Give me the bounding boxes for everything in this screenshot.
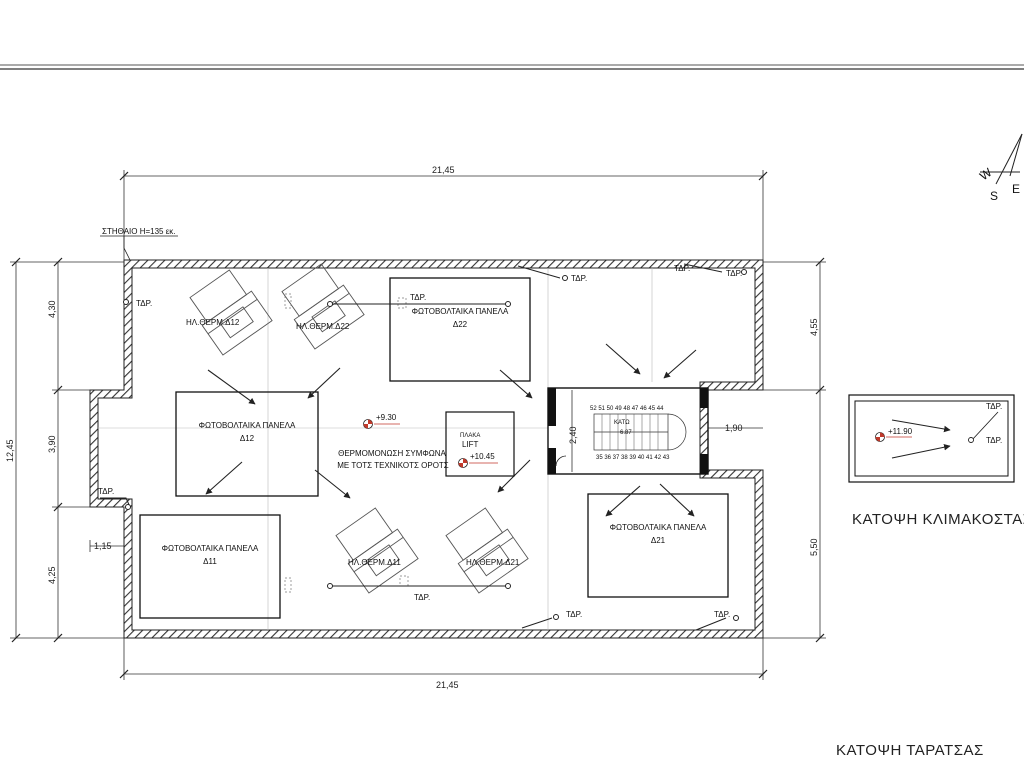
drain-label-1: ΤΔΡ. <box>136 299 152 308</box>
parapet-wall <box>89 259 764 639</box>
insulation-note-line1: ΘΕΡΜΟΜΟΝΩΣΗ ΣΥΜΦΩΝΑ <box>338 449 446 458</box>
parapet-note: ΣΤΗΘΑΙΟ Η=135 εκ. <box>102 227 176 236</box>
solar-panel-d12-code: Δ12 <box>240 434 255 443</box>
stair-treads <box>601 414 659 450</box>
stair-top-numbers: 52 51 50 49 48 47 46 45 44 <box>590 406 664 412</box>
dimension-lines <box>10 170 826 680</box>
solar-panel-d22-code: Δ22 <box>453 320 468 329</box>
stair-core <box>547 387 709 475</box>
heater-d12-label: ΗΛ.ΘΕΡΜ.Δ12 <box>186 318 240 327</box>
drain-label-3: ΤΔΡ. <box>571 274 587 283</box>
drain-label-8: ΤΔΡ. <box>566 610 582 619</box>
pipes <box>100 263 747 631</box>
dim-left-middle: 3,90 <box>47 435 57 453</box>
drain-label-9: ΤΔΡ. <box>714 610 730 619</box>
solar-panel-d22-label: ΦΩΤΟΒΟΛΤΑΙΚΑ ΠΑΝΕΛΑ <box>412 307 509 316</box>
solar-panel-d21-label: ΦΩΤΟΒΟΛΤΑΙΚΑ ΠΑΝΕΛΑ <box>610 523 707 532</box>
heater-d21-label: ΗΛ.ΘΕΡΜ.Δ21 <box>466 558 520 567</box>
heater-d22 <box>281 263 365 350</box>
vent-marks <box>284 293 409 593</box>
compass-e: E <box>1012 182 1020 196</box>
solar-panel-d22: ΦΩΤΟΒΟΛΤΑΙΚΑ ΠΑΝΕΛΑ Δ22 <box>389 277 531 382</box>
dim-left-lower: 4,25 <box>47 566 57 584</box>
drain-label-2: ΤΔΡ. <box>410 293 426 302</box>
level-stair: +11.90 <box>888 427 913 436</box>
level-marker-main <box>363 419 400 429</box>
solar-panel-d11-code: Δ11 <box>203 557 217 566</box>
drain-label-6: ΤΔΡ. <box>98 487 114 496</box>
solar-panel-d12: ΦΩΤΟΒΟΛΤΑΙΚΑ ΠΑΝΕΛΑ Δ12 <box>175 391 319 497</box>
roof-plan-title: ΚΑΤΟΨΗ ΤΑΡΑΤΣΑΣ <box>836 742 984 759</box>
dim-bottom-width: 21,45 <box>436 680 459 690</box>
dim-right-upper: 4,55 <box>809 318 819 336</box>
compass-s: S <box>990 189 998 203</box>
dim-top-width: 21,45 <box>432 165 455 175</box>
lift-name: LIFT <box>462 440 479 449</box>
drain-label-7: ΤΔΡ. <box>414 593 430 602</box>
drain-label-stair-2: ΤΔΡ. <box>986 436 1002 445</box>
dim-stair-offset: 1,90 <box>725 423 743 433</box>
lift-box <box>445 411 515 477</box>
dimension-ticks <box>11 171 825 679</box>
solar-panel-d11-label: ΦΩΤΟΒΟΛΤΑΙΚΑ ΠΑΝΕΛΑ <box>162 544 259 553</box>
level-marker-lift <box>458 458 498 468</box>
dim-right-lower: 5,50 <box>809 538 819 556</box>
compass-icon <box>980 133 1023 185</box>
stair-count: 6.87 <box>620 430 632 436</box>
heater-d22-label: ΗΛ.ΘΕΡΜ.Δ22 <box>296 322 350 331</box>
solar-panel-d11: ΦΩΤΟΒΟΛΤΑΙΚΑ ΠΑΝΕΛΑ Δ11 <box>139 514 281 619</box>
dim-offset-left: 1,15 <box>94 541 112 551</box>
dim-stair-height: 2,40 <box>568 426 578 444</box>
compass-w: W <box>977 165 995 183</box>
stair-plan-title: ΚΑΤΟΨΗ ΚΛΙΜΑΚΟΣΤΑΣ <box>852 511 1024 528</box>
dim-left-total: 12,45 <box>5 439 15 462</box>
sheet-header-rule <box>0 64 1024 70</box>
drain-label-5: ΤΔΡ. <box>726 269 742 278</box>
drain-label-stair-1: ΤΔΡ. <box>986 402 1002 411</box>
heater-d11 <box>335 507 419 594</box>
level-lift: +10.45 <box>470 452 495 461</box>
lift-slab-label: ΠΛΑΚΑ <box>460 433 480 439</box>
heater-d11-label: ΗΛ.ΘΕΡΜ.Δ11 <box>348 558 401 567</box>
drain-label-4: ΤΔΡ. <box>674 264 690 273</box>
stair-bottom-numbers: 35 36 37 38 39 40 41 42 43 <box>596 455 670 461</box>
heater-d12 <box>189 269 273 356</box>
heater-d21 <box>445 507 529 594</box>
level-main: +9.30 <box>376 413 397 422</box>
solar-panel-d21: ΦΩΤΟΒΟΛΤΑΙΚΑ ΠΑΝΕΛΑ Δ21 <box>587 493 729 598</box>
parapet-leader <box>100 235 178 261</box>
insulation-note-line2: ΜΕ ΤΟΤΣ ΤΕΧΝΙΚΟΤΣ ΟΡΟΤΣ <box>337 461 449 470</box>
stair-direction: ΚΑΤΩ <box>614 420 630 426</box>
solar-panel-d21-code: Δ21 <box>651 536 666 545</box>
stair-roof-plan <box>848 394 1015 483</box>
solar-panel-d12-label: ΦΩΤΟΒΟΛΤΑΙΚΑ ΠΑΝΕΛΑ <box>199 421 296 430</box>
dim-left-upper: 4,30 <box>47 300 57 318</box>
